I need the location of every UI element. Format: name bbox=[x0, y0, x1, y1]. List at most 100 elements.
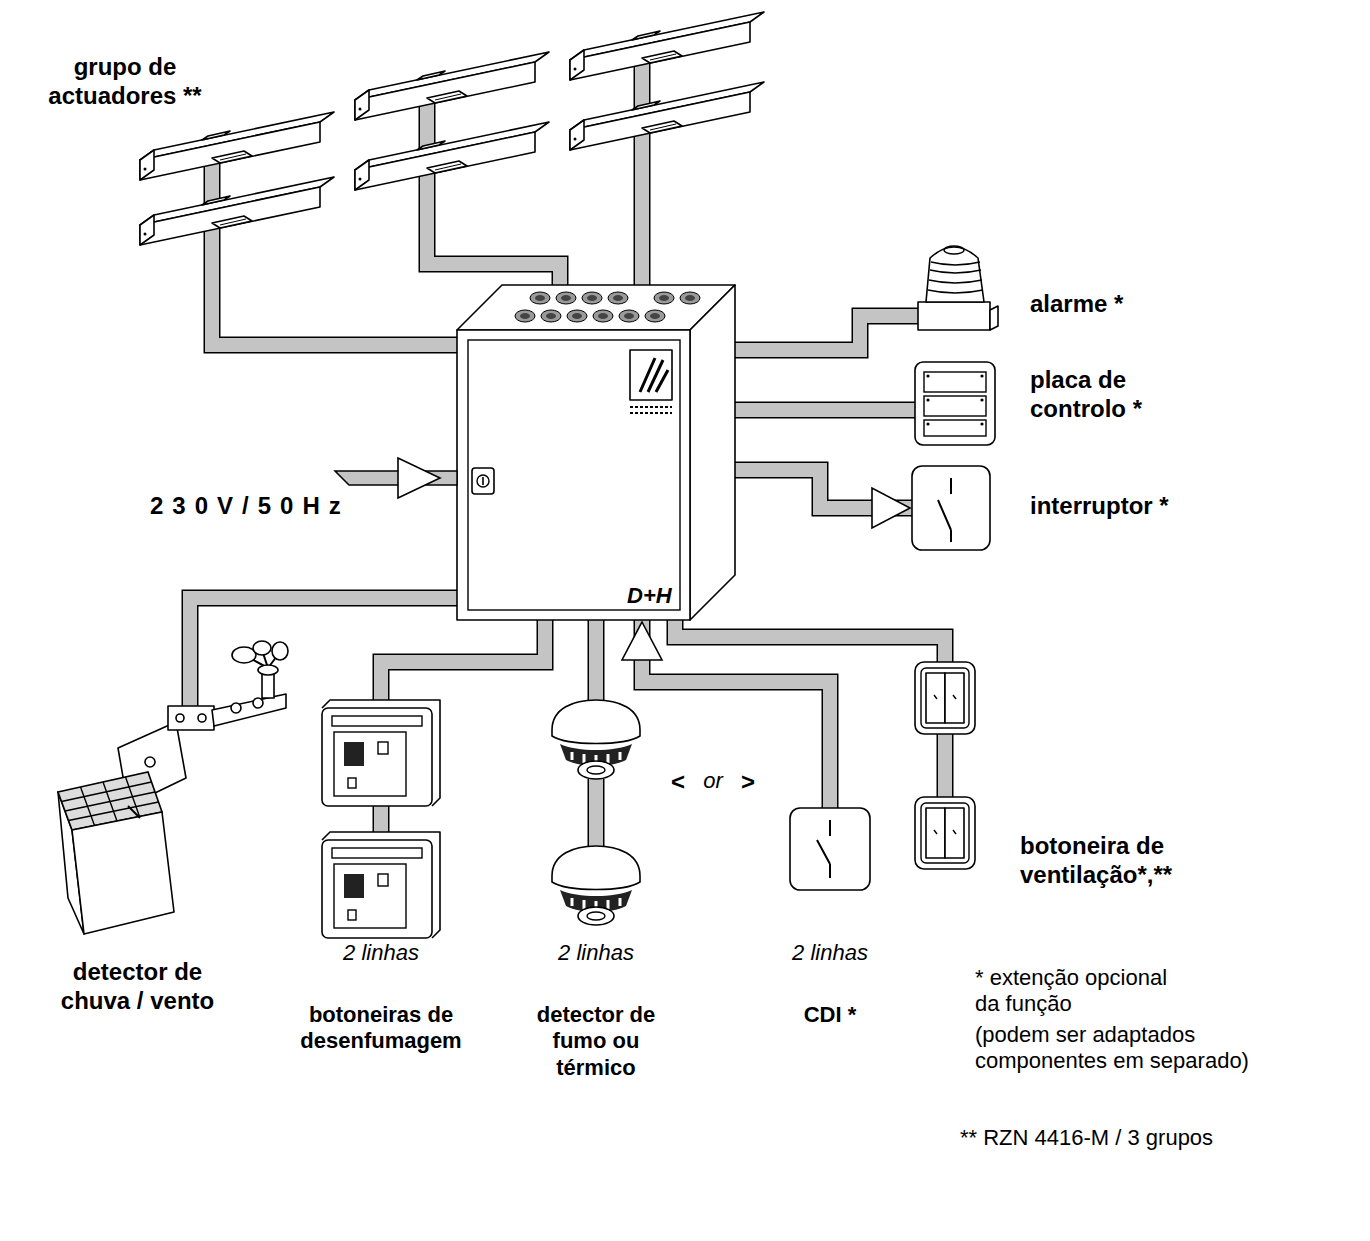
rain-wind-detector-drawing bbox=[72, 812, 174, 934]
wire-band-outline bbox=[675, 620, 945, 662]
device-label: detector de fumo ou térmico bbox=[528, 1002, 664, 1081]
cable-gland bbox=[546, 313, 556, 319]
cable-gland bbox=[567, 310, 587, 322]
text-slot: grupo de actuadores ** bbox=[35, 53, 215, 111]
cable-gland bbox=[520, 313, 530, 319]
text-slot: ** RZN 4416-M / 3 grupos bbox=[960, 1125, 1290, 1151]
alternative-word: or bbox=[696, 768, 730, 794]
wire-band bbox=[675, 620, 945, 662]
text-slot: 230V/50Hz bbox=[150, 492, 410, 521]
alternative-mark: > bbox=[738, 768, 758, 797]
rain-wind-detector-drawing bbox=[183, 640, 197, 712]
device-label: D+H bbox=[627, 583, 687, 609]
cable-gland bbox=[515, 310, 535, 322]
text-slot: (podem ser adaptados componentes em sepa… bbox=[975, 1022, 1260, 1075]
cable-gland bbox=[598, 313, 608, 319]
cdi-switch-drawing bbox=[790, 808, 870, 890]
actuator-group-drawing bbox=[140, 177, 334, 245]
device-label: 2 linhas bbox=[770, 940, 890, 966]
actuator-group-drawing bbox=[355, 122, 549, 190]
control-panel-node: placa de controlo * bbox=[915, 358, 1195, 450]
ventilation-node: botoneira de ventilação*,** bbox=[915, 662, 1265, 905]
cable-gland bbox=[659, 295, 669, 301]
wire-band-outline bbox=[427, 252, 560, 285]
switch-node: interruptor * bbox=[912, 462, 1182, 555]
cabinet-logo bbox=[630, 407, 672, 413]
cable-gland bbox=[680, 292, 700, 304]
smoke-detector-drawing bbox=[552, 700, 640, 925]
smoke-exhaust-node: 2 linhas botoneiras de desenfumagem bbox=[292, 700, 470, 1070]
wire-band-outline bbox=[642, 620, 830, 808]
footnote: (podem ser adaptados componentes em sepa… bbox=[975, 1022, 1260, 1075]
alarm-beacon-drawing bbox=[918, 302, 990, 330]
text-slot: botoneira de ventilação*,** bbox=[1020, 832, 1235, 890]
wire-band bbox=[427, 252, 560, 285]
cable-gland bbox=[587, 295, 597, 301]
wire-connector bbox=[675, 620, 945, 662]
ventilation-switch-drawing bbox=[915, 662, 975, 734]
control-panel-drawing bbox=[926, 422, 929, 425]
control-panel-drawing bbox=[924, 372, 986, 392]
control-cabinet: D+H bbox=[457, 285, 735, 620]
supply-voltage: 230V/50Hz bbox=[150, 492, 410, 521]
alternative-mark: < bbox=[668, 768, 688, 797]
wire-band bbox=[735, 403, 915, 417]
control-panel-drawing bbox=[980, 422, 983, 425]
device-label: alarme * bbox=[1030, 290, 1148, 319]
wire-band bbox=[635, 252, 649, 285]
rain-wind-detector-drawing bbox=[182, 640, 199, 712]
wire-band-outline bbox=[190, 598, 457, 640]
cabinet-logo bbox=[640, 358, 668, 392]
switch-drawing bbox=[938, 478, 951, 542]
arrow-head bbox=[622, 622, 662, 660]
cdi-switch-drawing bbox=[790, 808, 870, 890]
control-cabinet-drawing bbox=[457, 285, 735, 330]
text-slot: interruptor * bbox=[1030, 492, 1180, 521]
device-label: CDI * bbox=[770, 1002, 890, 1028]
device-label: 2 linhas bbox=[292, 940, 470, 966]
text-slot: detector de fumo ou térmico bbox=[528, 1002, 664, 1081]
rain-wind-detector-drawing bbox=[58, 640, 288, 934]
rain-wind-node: detector de chuva / vento bbox=[40, 640, 290, 1025]
cable-gland bbox=[515, 292, 700, 322]
device-label: 2 linhas bbox=[528, 940, 664, 966]
text-slot: botoneiras de desenfumagem bbox=[292, 1002, 470, 1055]
rain-wind-detector-drawing bbox=[145, 757, 155, 767]
cable-gland bbox=[608, 292, 628, 304]
actuator-group-drawing bbox=[140, 112, 334, 180]
control-cabinet-drawing bbox=[457, 285, 735, 620]
wire-connector bbox=[596, 620, 597, 700]
actuator-group-drawing bbox=[140, 12, 764, 252]
switch-drawing bbox=[912, 466, 990, 550]
cable-gland bbox=[645, 310, 665, 322]
smoke-detector-drawing bbox=[589, 779, 603, 846]
door-lock bbox=[472, 468, 494, 494]
cable-gland bbox=[619, 310, 639, 322]
text-slot: 2 linhas bbox=[292, 940, 470, 966]
switch-drawing bbox=[912, 466, 990, 550]
power-supply-arrow bbox=[398, 458, 440, 498]
text-slot: D+H bbox=[627, 583, 687, 609]
actuator-group-drawing bbox=[570, 82, 764, 150]
manual-call-point-drawing bbox=[374, 806, 388, 832]
control-cabinet-drawing bbox=[457, 330, 690, 620]
door-lock bbox=[477, 475, 489, 487]
manual-call-point-drawing bbox=[322, 700, 440, 806]
control-panel-drawing bbox=[924, 396, 986, 416]
wire-band bbox=[642, 620, 830, 808]
cable-gland bbox=[572, 313, 582, 319]
wire-band-outline bbox=[735, 316, 918, 350]
cable-gland bbox=[650, 313, 660, 319]
rain-wind-detector-drawing bbox=[168, 706, 214, 730]
cabinet-logo bbox=[630, 350, 672, 413]
rain-wind-detector-drawing bbox=[128, 806, 140, 818]
wire-band bbox=[735, 316, 918, 350]
wire-band-outline bbox=[634, 252, 651, 285]
text-slot: or bbox=[696, 768, 730, 794]
smoke-detector-node: 2 linhas detector de fumo ou térmico bbox=[528, 700, 664, 1092]
text-slot: < bbox=[668, 768, 688, 797]
wire-band bbox=[381, 620, 545, 700]
wire-connector bbox=[735, 316, 918, 350]
text-slot: * extenção opcional da função bbox=[975, 965, 1190, 1018]
